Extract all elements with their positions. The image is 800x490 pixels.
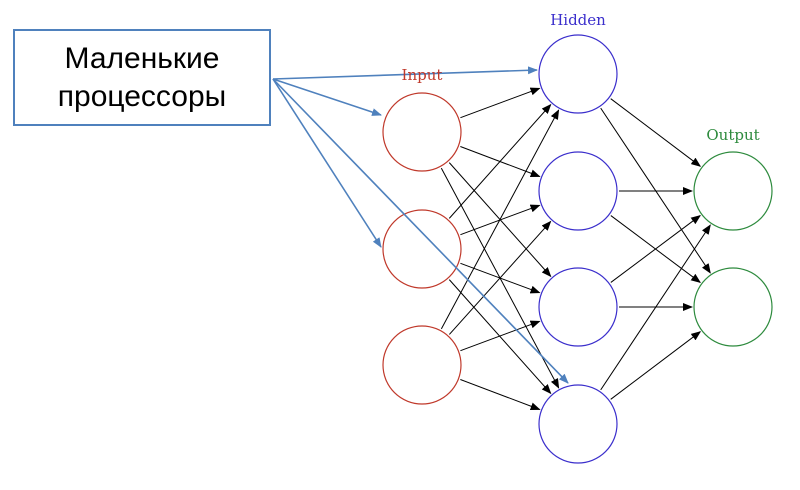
output-node — [693, 151, 773, 231]
hidden-layer-label: Hidden — [550, 11, 606, 29]
callout-arrow — [272, 66, 538, 80]
edge-arrow — [448, 103, 552, 219]
input-node — [382, 92, 462, 172]
edge-arrow — [460, 379, 541, 411]
hidden-node — [538, 267, 618, 347]
hidden-node — [538, 384, 618, 464]
edge-arrow — [600, 224, 711, 391]
input-node — [382, 209, 462, 289]
edge-arrow — [440, 109, 560, 330]
callout-box: Маленькие процессоры — [13, 29, 271, 126]
output-node — [693, 267, 773, 347]
edge-arrow — [610, 98, 702, 167]
edge-arrow — [448, 220, 552, 335]
input-layer-label: Input — [401, 66, 443, 84]
callout-line-2: процессоры — [57, 79, 227, 113]
hidden-node — [538, 151, 618, 231]
callout-arrow — [272, 78, 382, 248]
edge-arrow — [460, 87, 541, 119]
output-layer-label: Output — [706, 126, 760, 144]
hidden-node — [538, 34, 618, 114]
input-node — [382, 325, 462, 405]
callout-line-1: Маленькие — [64, 41, 220, 75]
edge-arrow — [610, 214, 701, 283]
edge-arrow — [610, 331, 702, 400]
callout-arrow — [272, 78, 382, 116]
callout-arrow — [272, 78, 569, 384]
edge-arrow — [460, 320, 541, 352]
